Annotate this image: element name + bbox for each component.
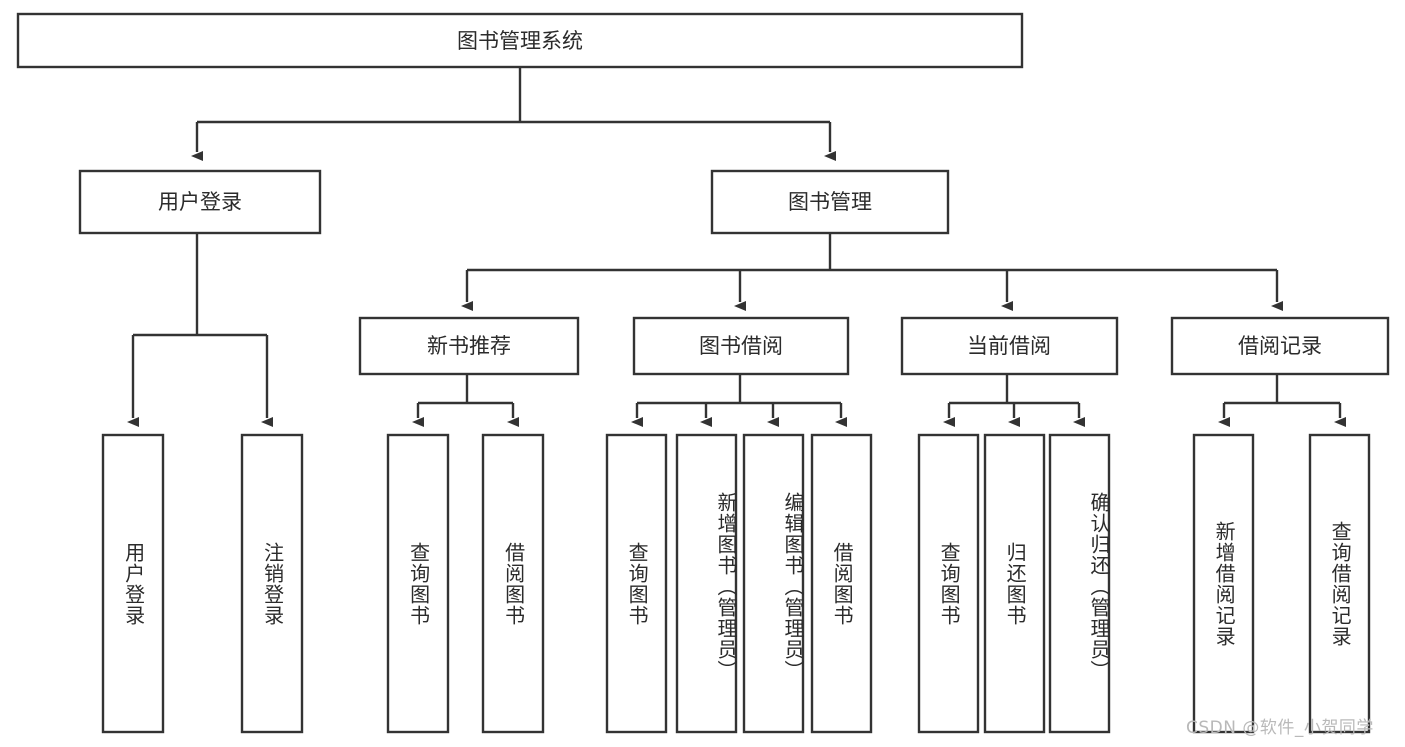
connector-group-current-borrow	[943, 374, 1085, 427]
connector-group-book-management	[461, 233, 1283, 311]
leaf-add-book-admin-box[interactable]	[675, 433, 738, 734]
node-root-label: 图书管理系统	[457, 29, 583, 53]
leaf-boxes	[101, 433, 1371, 734]
leaf-borrow-book-1-box[interactable]	[481, 433, 545, 734]
leaf-logout-login-box[interactable]	[240, 433, 304, 734]
leaf-query-book-3-box[interactable]	[917, 433, 980, 734]
leaf-query-book-2-box[interactable]	[605, 433, 668, 734]
node-root[interactable]: 图书管理系统	[16, 12, 1024, 69]
connector-group-new-book-recommend	[412, 374, 519, 427]
csdn-watermark: CSDN @软件_小贺同学	[1186, 718, 1374, 738]
node-user-login-label: 用户登录	[158, 190, 242, 214]
node-current-borrow[interactable]: 当前借阅	[900, 316, 1119, 376]
connector-group-borrow-record	[1218, 374, 1346, 427]
node-borrow-record-box[interactable]	[1170, 316, 1390, 376]
leaf-borrow-book-2-box[interactable]	[810, 433, 873, 734]
node-user-login[interactable]: 用户登录	[78, 169, 322, 235]
leaf-return-book-box[interactable]	[983, 433, 1046, 734]
leaf-query-borrow-record-box[interactable]	[1308, 433, 1371, 734]
node-book-borrow[interactable]: 图书借阅	[632, 316, 850, 376]
connector-group-root	[191, 67, 836, 161]
node-new-book-recommend[interactable]: 新书推荐	[358, 316, 580, 376]
connector-group-book-borrow	[631, 374, 847, 427]
node-book-management[interactable]: 图书管理	[710, 169, 950, 235]
node-borrow-record[interactable]: 借阅记录	[1170, 316, 1390, 376]
connector-group-user-login	[127, 233, 273, 427]
node-new-book-recommend-box[interactable]	[358, 316, 580, 376]
node-book-borrow-box[interactable]	[632, 316, 850, 376]
leaf-query-book-1-box[interactable]	[386, 433, 450, 734]
node-current-borrow-label: 当前借阅	[967, 334, 1051, 358]
leaf-edit-book-admin-box[interactable]	[742, 433, 805, 734]
node-new-book-recommend-label: 新书推荐	[427, 334, 511, 358]
node-book-borrow-label: 图书借阅	[699, 334, 783, 358]
leaf-confirm-return-admin-box[interactable]	[1048, 433, 1111, 734]
leaf-user-login-box[interactable]	[101, 433, 165, 734]
leaf-add-borrow-record-box[interactable]	[1192, 433, 1255, 734]
node-user-login-box[interactable]	[78, 169, 322, 235]
node-book-management-box[interactable]	[710, 169, 950, 235]
node-root-box[interactable]	[16, 12, 1024, 69]
node-book-management-label: 图书管理	[788, 190, 872, 214]
node-current-borrow-box[interactable]	[900, 316, 1119, 376]
node-borrow-record-label: 借阅记录	[1238, 334, 1322, 358]
